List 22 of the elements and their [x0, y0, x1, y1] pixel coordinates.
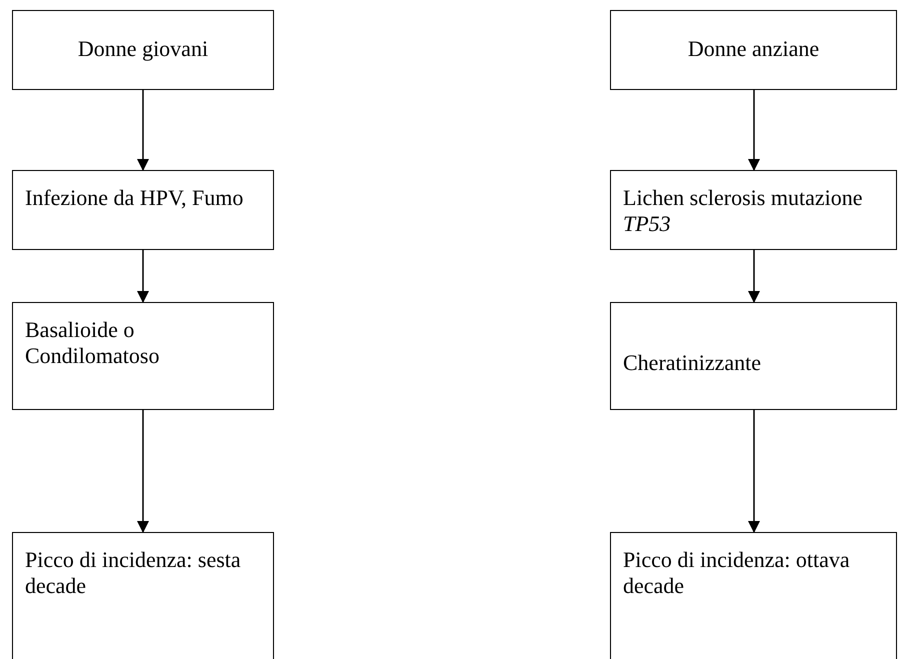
process-box — [610, 302, 897, 410]
arrow — [137, 250, 149, 303]
arrow — [748, 410, 760, 533]
process-box — [610, 10, 897, 90]
process-box — [610, 170, 897, 250]
box-text: Basalioide o Condilomatoso — [25, 317, 160, 368]
box-text: Donne giovani — [78, 36, 208, 61]
process-box — [12, 10, 274, 90]
arrow — [137, 90, 149, 171]
box-text: Picco di incidenza: sesta decade — [25, 547, 241, 598]
box-text: Infezione da HPV, Fumo — [25, 185, 244, 210]
process-box — [12, 532, 274, 659]
box-text: Donne anziane — [688, 36, 820, 61]
arrow — [748, 90, 760, 171]
box-text: Lichen sclerosis mutazione TP53 — [623, 185, 862, 236]
process-box — [12, 302, 274, 410]
arrow — [137, 410, 149, 533]
box-text: Cheratinizzante — [623, 350, 762, 376]
process-box — [12, 170, 274, 250]
box-text: Picco di incidenza: ottava decade — [623, 547, 850, 598]
arrow — [748, 250, 760, 303]
process-box — [610, 532, 897, 659]
